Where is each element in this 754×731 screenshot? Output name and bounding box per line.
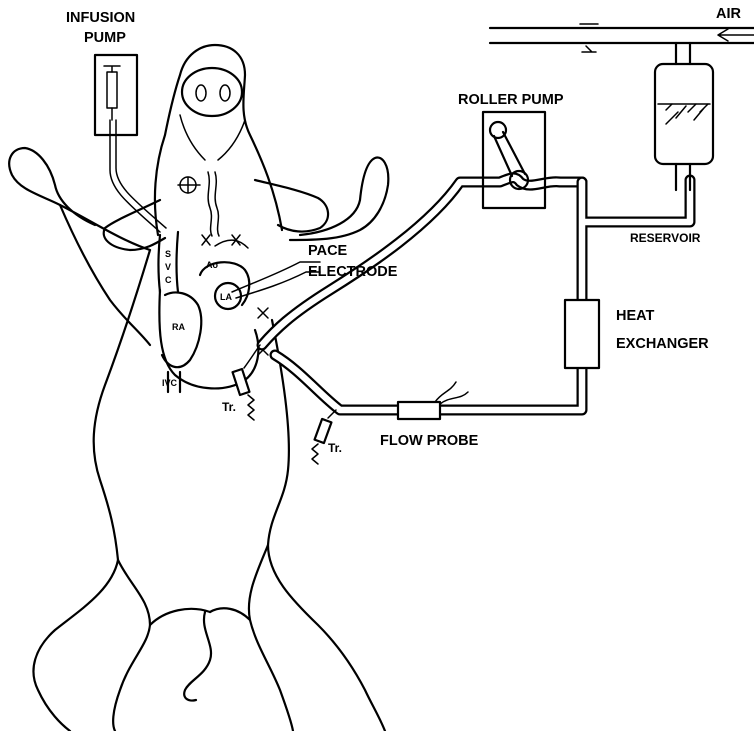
flow-probe-label: FLOW PROBE xyxy=(380,433,479,449)
transducer-label-2: Tr. xyxy=(328,441,342,455)
air-label: AIR xyxy=(716,6,742,22)
heat-exchanger-label-1: HEAT xyxy=(616,308,655,324)
reservoir-label: RESERVOIR xyxy=(630,231,701,245)
snout xyxy=(182,68,242,116)
neck-vessel-2 xyxy=(215,172,219,236)
reservoir-vessel xyxy=(655,64,713,164)
pace-electrode xyxy=(232,262,320,298)
hind-leg-right xyxy=(249,545,293,731)
neck-vessel-3 xyxy=(215,240,248,248)
heat-exchanger-label-2: EXCHANGER xyxy=(616,336,709,352)
transducer-circuit-body xyxy=(315,419,332,443)
transducer-circuit-line xyxy=(328,410,336,418)
svc-vessel-left xyxy=(159,235,161,292)
transducer-circuit-spring xyxy=(312,444,318,464)
infusion-pump-label-2: PUMP xyxy=(84,30,126,46)
nostril-right xyxy=(220,85,230,101)
ivc-label: IVC xyxy=(162,378,178,388)
transducer-aortic xyxy=(233,345,260,420)
transducer-aortic-body xyxy=(233,369,250,395)
reservoir-riser xyxy=(676,43,690,64)
transducer-label-1: Tr. xyxy=(222,400,236,414)
roller-pump xyxy=(483,112,545,208)
transducer-aortic-spring xyxy=(248,395,254,420)
roller-pump-wheel-top xyxy=(490,122,506,138)
electrode-label: ELECTRODE xyxy=(308,264,398,280)
jaw-right xyxy=(218,120,245,160)
left-leg-inner xyxy=(60,205,150,345)
flow-probe-body xyxy=(398,402,440,419)
aorta-label: Ao xyxy=(206,260,218,270)
air-arrow-icon xyxy=(718,29,754,41)
body-outline-left xyxy=(33,250,150,731)
hind-inner-right xyxy=(210,608,250,620)
pace-label: PACE xyxy=(308,243,348,259)
transducer-circuit xyxy=(312,410,336,464)
left-atrium-label: LA xyxy=(220,292,232,302)
ligature-3 xyxy=(258,308,268,318)
nostril-left xyxy=(196,85,206,101)
left-front-leg xyxy=(9,148,150,250)
flow-probe-cable xyxy=(435,382,468,404)
body-outline-right xyxy=(268,320,385,731)
jaw-left xyxy=(180,115,205,160)
right-atrium-label: RA xyxy=(172,322,185,332)
infusion-line-inner xyxy=(116,120,166,228)
hind-leg-left xyxy=(113,560,150,731)
perfusion-circuit xyxy=(262,178,690,410)
electrode-wire-1 xyxy=(232,262,320,292)
reservoir-fluid-hatch xyxy=(666,104,708,124)
roller-pump-label: ROLLER PUMP xyxy=(458,92,564,108)
infusion-pump-label-1: INFUSION xyxy=(66,10,135,26)
heart-region xyxy=(159,172,269,392)
syringe-body xyxy=(107,72,117,108)
hind-inner-left xyxy=(150,609,210,625)
svc-label-v: V xyxy=(165,262,171,272)
svc-label-c: C xyxy=(165,275,172,285)
ligature-1 xyxy=(202,235,210,245)
head-outline xyxy=(155,45,282,235)
svc-vessel-right xyxy=(177,232,179,292)
right-ear xyxy=(255,180,328,232)
roller-pump-housing xyxy=(483,112,545,208)
heat-exchanger-box xyxy=(565,300,599,368)
tail xyxy=(184,612,211,701)
right-front-leg xyxy=(290,157,388,240)
svc-label-s: S xyxy=(165,249,171,259)
neck-vessel-1 xyxy=(208,172,212,236)
animal-body xyxy=(9,45,388,731)
